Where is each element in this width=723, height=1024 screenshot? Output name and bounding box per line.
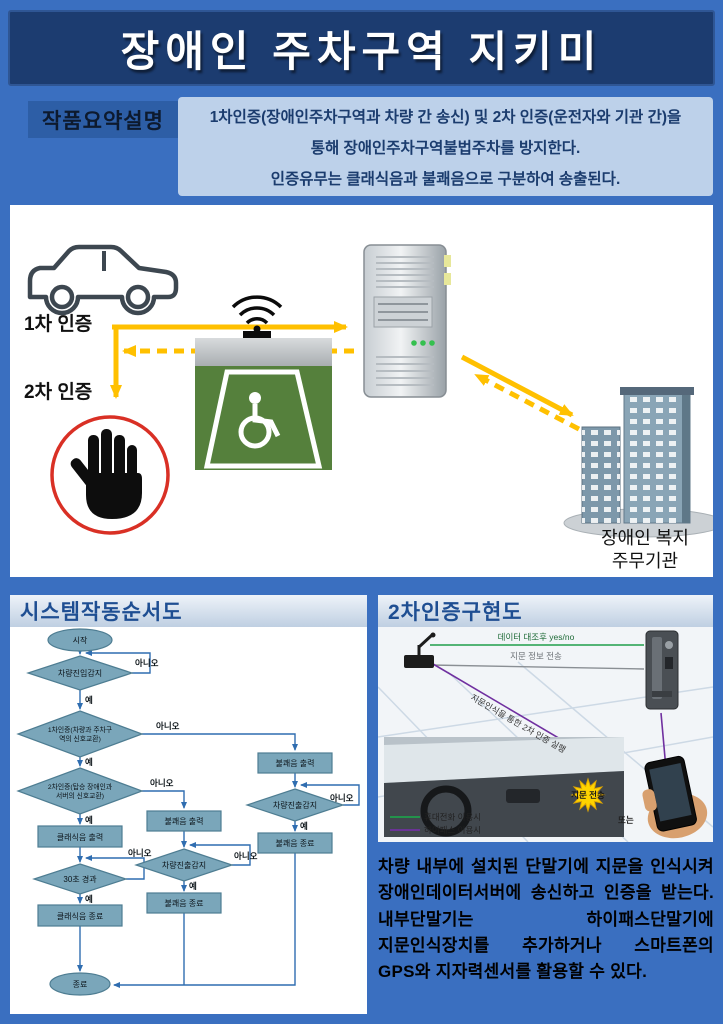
flow-detect-exit-right: [245, 788, 345, 822]
flow-yes-3: 예: [85, 815, 93, 825]
agency-building-icon: [563, 387, 713, 538]
flow-start: [47, 628, 113, 652]
flow-auth1-label1: 1차인증(차량과 주차구: [48, 725, 112, 734]
description-text: 차량 내부에 설치된 단말기에 지문을 인식시켜 장애인데이터서버에 송신하고 …: [378, 857, 714, 982]
parking-lines: [203, 369, 323, 469]
flow-start-label: 시작: [73, 635, 88, 645]
poster-title-bar: 장애인 주차구역 지키미: [8, 10, 715, 86]
flow-detect-exit-mid-label: 차량진출감지: [162, 860, 206, 870]
flow-no-2: 아니오: [156, 721, 180, 731]
flowchart-panel: 시작 차량진입감지 1차인증(차량과 주차구 역의 신호교환) 2차인증(탑승 …: [10, 627, 367, 1014]
flow-auth2-label2: 서버의 신호교환): [56, 791, 104, 800]
auth2-label: 2차 인증: [24, 382, 93, 403]
sensor-bar: [243, 331, 271, 338]
flow-30s: [32, 863, 128, 895]
flow-classic-end-label: 클래식음 종료: [57, 912, 103, 921]
dash-screen: [506, 789, 540, 803]
data-compare-label: 데이터 대조후 yes/no: [498, 632, 575, 642]
steering-wheel: [420, 785, 472, 837]
obu-device-icon: [404, 632, 436, 668]
summary-line-1: 1차인증(장애인주차구역과 차량 간 송신) 및 2차 인증(운전자와 기관 간…: [209, 108, 682, 126]
parking-space: [195, 295, 332, 470]
flow-classic-end: [37, 904, 123, 927]
summary-line-2: 통해 장애인주차구역불법주차를 방지한다.: [310, 139, 581, 157]
flow-detect-entry: [26, 655, 134, 691]
auth1-label: 1차 인증: [24, 314, 93, 335]
server-icon: [363, 244, 451, 398]
server-light: [444, 255, 451, 267]
fingerprint-send-label: 지문 전송: [571, 790, 605, 800]
fingerprint-send-badge: 지문 전송: [570, 777, 606, 813]
flow-no-4: 아니오: [128, 848, 152, 858]
flow-detect-exit-right-label: 차량진출감지: [273, 800, 317, 810]
impl-server-icon: [645, 630, 679, 710]
flow-no-mid: 아니오: [234, 851, 258, 861]
flow-unpleasant-out-mid-label: 불쾌음 출력: [164, 816, 203, 826]
flow-unpleasant-end-mid: [146, 892, 222, 914]
system-overview-graphic: [27, 244, 713, 538]
flow-30s-label: 30초 경과: [63, 874, 97, 884]
flow-classic-out: [37, 825, 123, 848]
wifi-icon: [231, 295, 283, 325]
flow-end-label: 종료: [73, 980, 88, 989]
or-label: 또는: [618, 815, 634, 825]
flow-end: [49, 972, 111, 996]
flow-edges: [77, 648, 360, 988]
legend-phone-label: 휴대전화 이용시: [424, 812, 481, 822]
flow-unpleasant-end-right: [257, 832, 333, 854]
flow-yes-mid: 예: [189, 881, 197, 891]
summary-line-3: 인증유무는 클래식음과 불쾌음으로 구분하여 송출된다.: [270, 170, 621, 188]
arrow-agency-to-server: [474, 372, 596, 440]
flow-no-3: 아니오: [150, 778, 174, 788]
wheelchair-icon: [238, 392, 281, 449]
flow-unpleasant-out-mid: [146, 810, 222, 832]
flow-auth2-label1: 2차인증(탑승 장애인과: [48, 782, 113, 791]
flow-auth1-label2: 역의 신호교환): [59, 734, 101, 743]
poster-title: 장애인 주차구역 지키미: [120, 27, 603, 75]
flow-unpleasant-out-right-label: 불쾌음 출력: [275, 758, 314, 768]
impl-legend: 휴대전화 이용시 하이패스 이용시: [390, 812, 481, 835]
flow-unpleasant-end-mid-label: 불쾌음 종료: [164, 898, 203, 908]
auth2-hand: [50, 415, 170, 535]
impl-panel: 지문 전송 데이터 대조후 yes/no 지문 정보 전송 지문인식을 통한 2…: [377, 627, 714, 843]
flow-auth2: [16, 767, 144, 815]
agency-label: 장애인 복지 주무기관: [565, 527, 723, 572]
flowchart-section-title: 시스템작동순서도: [10, 595, 367, 627]
legend-hipass-label: 하이패스 이용시: [424, 825, 481, 835]
phone-in-hand-icon: [642, 755, 708, 839]
summary-label: 작품요약설명: [28, 101, 178, 138]
flow-yes-right: 예: [300, 821, 308, 831]
impl-graphic: 지문 전송 데이터 대조후 yes/no 지문 정보 전송 지문인식을 통한 2…: [377, 630, 714, 843]
impl-section-title: 2차인증구현도: [378, 595, 713, 627]
send-info-label: 지문 정보 전송: [510, 651, 562, 661]
link-send-info: [429, 664, 645, 670]
flow-yes-4: 예: [85, 894, 93, 904]
flow-detect-exit-mid: [134, 848, 234, 882]
system-overview-panel: 1차 인증 2차 인증 장애인 복지 주무기관: [10, 205, 713, 577]
flow-unpleasant-end-right-label: 불쾌음 종료: [275, 838, 314, 848]
signal-arrows: [110, 321, 596, 440]
flow-no-1: 아니오: [135, 658, 159, 668]
flow-yes-2: 예: [85, 757, 93, 767]
flow-detect-entry-label: 차량진입감지: [58, 668, 102, 678]
flow-classic-out-label: 클래식음 출력: [57, 832, 103, 842]
flow-yes-1: 예: [85, 695, 93, 705]
flowchart-graphic: 시작 차량진입감지 1차인증(차량과 주차구 역의 신호교환) 2차인증(탑승 …: [16, 628, 360, 996]
wall: [195, 338, 332, 366]
car-icon: [27, 244, 179, 316]
arrow-server-to-agency: [460, 354, 574, 418]
flow-unpleasant-out-right: [257, 752, 333, 774]
server-light: [444, 273, 451, 285]
summary-panel: 1차인증(장애인주차구역과 차량 간 송신) 및 2차 인증(운전자와 기관 간…: [178, 97, 713, 196]
flow-auth1: [16, 710, 144, 758]
agency-label-line2: 주무기관: [611, 550, 679, 571]
hand-stop-icon: [70, 429, 142, 519]
flow-no-right: 아니오: [330, 793, 354, 803]
agency-label-line1: 장애인 복지: [601, 528, 689, 548]
